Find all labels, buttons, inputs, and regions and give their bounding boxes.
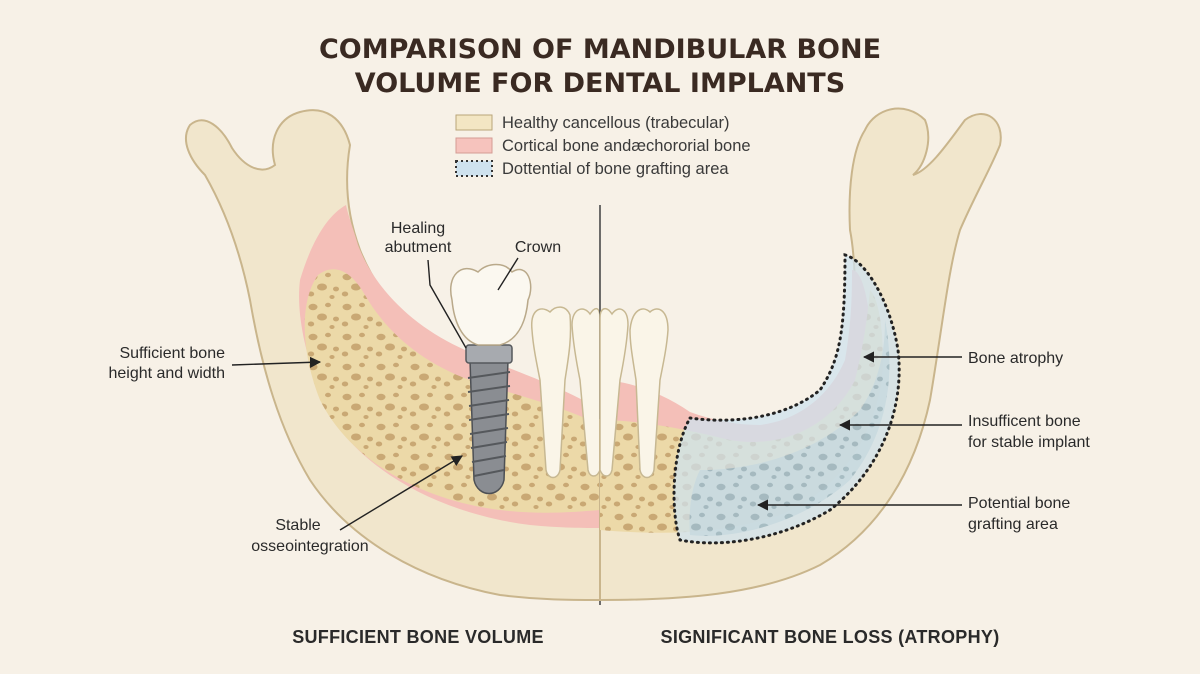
label-insufficient-bone: Insufficent bone for stable implant (838, 413, 1090, 451)
legend-label-grafting: Dottential of bone grafting area (502, 160, 729, 178)
implant-threads (467, 371, 511, 477)
label-stable-osseointegration: Stable osseointegration (251, 455, 463, 555)
left-trabecular-bone (304, 269, 600, 513)
healing-abutment-pointer (427, 259, 467, 349)
grafting-label-line-1: Potential bone (968, 495, 1070, 512)
label-bone-atrophy: Bone atrophy (862, 350, 1063, 367)
label-crown: Crown (497, 239, 561, 291)
dental-implant (450, 263, 532, 495)
legend-swatch-trabecular (455, 114, 493, 131)
legend-label-cortical: Cortical bone andæchororial bone (502, 137, 751, 155)
right-natural-teeth (599, 307, 669, 479)
footer-left-caption: SUFFICIENT BONE VOLUME (292, 627, 544, 647)
title-line-1: COMPARISON OF MANDIBULAR BONE (319, 34, 881, 65)
natural-tooth-3 (599, 307, 629, 477)
stable-label-line-2: osseointegration (251, 538, 368, 555)
insufficient-label-line-2: for stable implant (968, 434, 1090, 451)
bone-atrophy-label: Bone atrophy (968, 350, 1063, 367)
sufficient-bone-label-line-2: height and width (108, 365, 225, 382)
footer-right-caption: SIGNIFICANT BONE LOSS (ATROPHY) (661, 627, 1000, 647)
natural-tooth-4 (629, 308, 669, 479)
natural-tooth-1 (531, 306, 572, 479)
legend-swatch-cortical (455, 137, 493, 154)
label-grafting-area: Potential bone grafting area (756, 495, 1070, 533)
crown-pointer (497, 257, 519, 291)
crown-label: Crown (515, 239, 561, 256)
healing-abutment-label-line-2: abutment (385, 239, 452, 256)
title-line-2: VOLUME FOR DENTAL IMPLANTS (355, 68, 845, 99)
grafting-trabecular (689, 320, 890, 536)
healing-abutment (465, 344, 513, 364)
grafting-label-line-2: grafting area (968, 516, 1058, 533)
stable-pointer (339, 455, 463, 531)
left-natural-teeth (531, 306, 601, 479)
implant-crown (450, 263, 532, 346)
sufficient-bone-label-line-1: Sufficient bone (119, 345, 225, 362)
legend-label-trabecular: Healthy cancellous (trabecular) (502, 114, 729, 132)
right-mandible-atrophy (599, 107, 1002, 602)
legend-swatch-grafting (455, 160, 493, 177)
insufficient-label-line-1: Insufficent bone (968, 413, 1081, 430)
sufficient-bone-pointer (231, 356, 322, 368)
stable-label-line-1: Stable (275, 517, 320, 534)
label-healing-abutment: Healing abutment (385, 220, 467, 349)
legend: Healthy cancellous (trabecular) Cortical… (455, 114, 751, 178)
healing-abutment-label-line-1: Healing (391, 220, 445, 237)
label-sufficient-bone: Sufficient bone height and width (108, 345, 322, 382)
